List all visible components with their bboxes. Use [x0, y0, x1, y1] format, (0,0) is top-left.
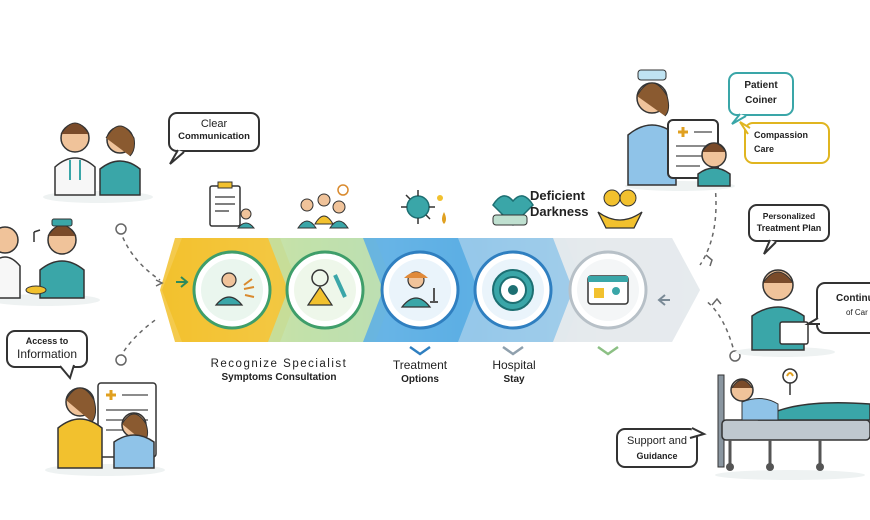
family-information-illustration [45, 382, 165, 476]
bubble-patient-coiner: Patient Coiner [728, 72, 794, 116]
deficient-darkness-label: Deficient Darkness [530, 188, 589, 221]
bubble-compassion-care: Compassion Care [744, 122, 830, 164]
doctor-patient-illustration [43, 122, 153, 203]
chevron-down-icon [502, 345, 524, 356]
label-line-2: Darkness [530, 204, 589, 220]
bubble-continuity-of-care: Continu of Car [816, 282, 870, 334]
step-label-hospital-stay: Hospital Stay [474, 358, 554, 385]
bubble-line-1: Personalized [762, 211, 816, 221]
bubble-clear-communication: Clear Communication [168, 112, 260, 152]
step-label-recognize-specialist: Recognize Specialist Symptoms Consultati… [196, 358, 362, 383]
bubble-support-and-guidance: Support and Guidance [616, 428, 698, 468]
bubble-line-1: Compassion [754, 130, 809, 140]
nurse-tablet-illustration [625, 69, 735, 191]
connector-dotted [119, 229, 161, 281]
chevron-down-icon [409, 345, 431, 356]
bubble-line-1: Support and [627, 435, 687, 447]
step-label-line-2: Symptoms Consultation [221, 372, 337, 383]
bubble-line-1: Continu [836, 293, 870, 304]
doctor-clipboard-illustration [735, 269, 835, 357]
bubble-line-2: Information [16, 346, 78, 361]
step-circle-recognize [192, 250, 272, 330]
heart-hands-icon [492, 195, 534, 227]
bubble-line-2: Communication [178, 131, 250, 143]
bubble-line-1: Access to [25, 336, 69, 346]
entry-arrow-icon [176, 276, 189, 288]
bubble-personalized-treatment-plan: Personalized Treatment Plan [748, 204, 830, 242]
bubble-line-2: Coiner [745, 95, 777, 106]
nurse-patient-illustration [0, 218, 100, 306]
step-circle-specialist [285, 250, 365, 330]
label-line-1: Deficient [530, 188, 585, 203]
step-circle-followup [568, 250, 648, 330]
clipboard-icon [209, 181, 256, 229]
step-label-treatment-options: Treatment Options [380, 358, 460, 385]
connector-dotted [699, 184, 717, 266]
step-circle-treatment [380, 250, 460, 330]
step-label-line-2: Options [401, 374, 439, 385]
bubble-line-2: of Car [846, 308, 868, 317]
bubble-line-2: Guidance [636, 451, 678, 462]
step-label-line-1: Hospital [492, 358, 536, 372]
bubble-line-2: Care [754, 143, 775, 154]
chevron-down-icon [597, 345, 619, 356]
support-hands-icon [597, 189, 643, 229]
bubble-access-to-information: Access to Information [6, 330, 88, 368]
bubble-line-1: Clear [200, 118, 228, 130]
step-circle-hospital [473, 250, 553, 330]
connector-dotted [704, 299, 736, 356]
hospital-bed-illustration [715, 368, 870, 480]
step-label-line-2: Stay [503, 374, 525, 385]
exit-arrow-icon [657, 294, 670, 306]
step-label-line-1: Treatment [392, 358, 448, 372]
group-people-icon [297, 184, 349, 229]
step-label-line-1: Recognize Specialist [210, 358, 348, 370]
virus-network-icon [401, 190, 446, 224]
bubble-line-2: Treatment Plan [756, 223, 822, 234]
bubble-line-1: Patient [744, 80, 778, 91]
